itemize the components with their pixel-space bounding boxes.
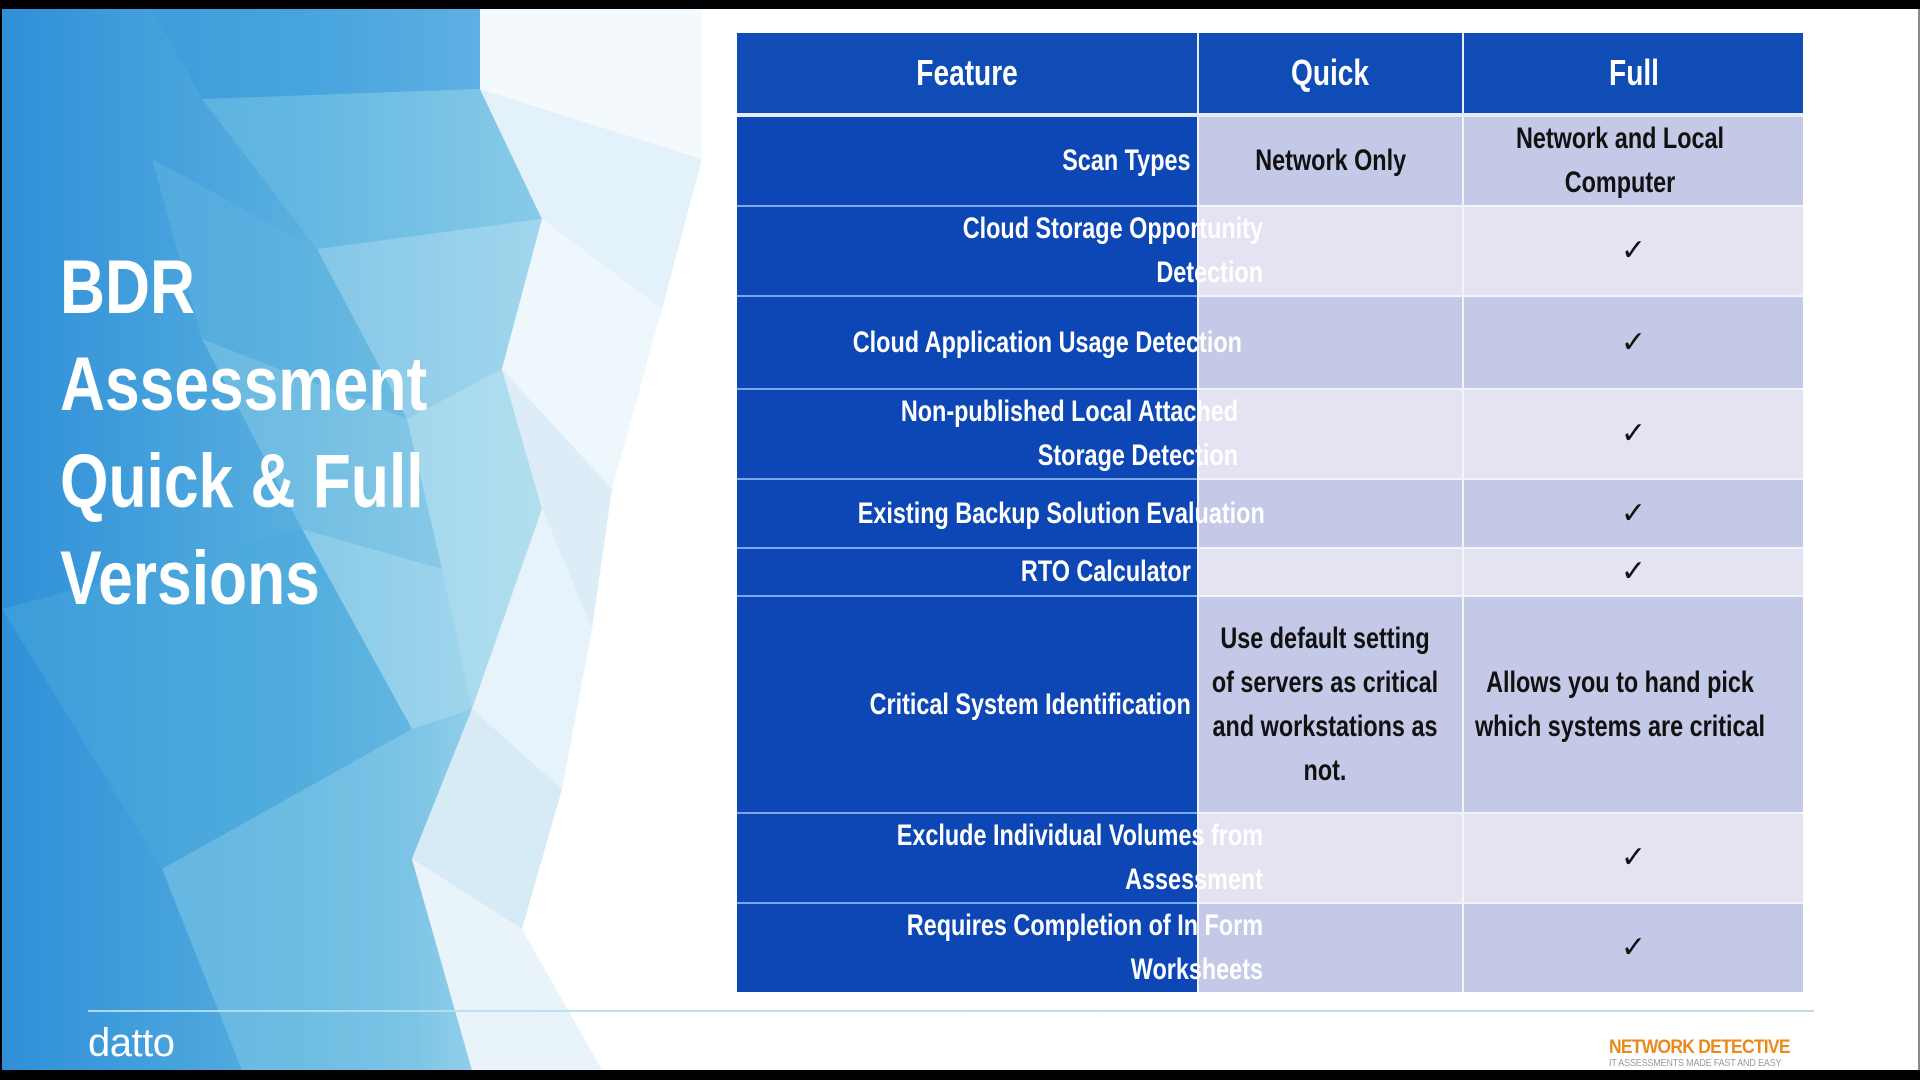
quick-cell: [1197, 902, 1463, 992]
feature-cell: Cloud Storage Opportunity Detection: [737, 205, 1263, 296]
polygon-background: [2, 9, 702, 1070]
window-edge: [1918, 9, 1920, 1070]
table-header-row: Feature Quick Full: [737, 33, 1803, 117]
title-line-4: Versions: [60, 536, 320, 621]
quick-cell: [1197, 295, 1463, 389]
table-row: Cloud Application Usage Detection ✓: [737, 295, 1803, 389]
table-row: Cloud Storage Opportunity Detection ✓: [737, 205, 1803, 296]
quick-cell: [1197, 812, 1463, 903]
checkmark-icon: ✓: [1620, 495, 1647, 531]
quick-cell: [1197, 205, 1463, 296]
full-cell: ✓: [1462, 295, 1803, 389]
network-detective-logo: NETWORK DETECTIVE IT ASSESSMENTS MADE FA…: [1609, 1037, 1824, 1069]
feature-cell: Requires Completion of In Form Worksheet…: [737, 902, 1263, 992]
table-row: Scan Types Network Only Network and Loca…: [737, 114, 1803, 206]
feature-cell: Cloud Application Usage Detection: [737, 295, 1242, 389]
title-line-3: Quick & Full: [60, 439, 424, 524]
full-cell: ✓: [1462, 812, 1803, 903]
feature-cell: Critical System Identification: [737, 595, 1198, 813]
title-line-2: Assessment: [60, 342, 428, 427]
feature-cell: Existing Backup Solution Evaluation: [737, 478, 1265, 548]
checkmark-icon: ✓: [1620, 233, 1647, 268]
table-row: Non-published Local Attached Storage Det…: [737, 388, 1803, 479]
title-line-1: BDR: [60, 245, 196, 330]
full-cell: ✓: [1462, 478, 1803, 548]
column-header-feature: Feature: [737, 33, 1198, 117]
checkmark-icon: ✓: [1620, 930, 1647, 965]
quick-cell: Network Only: [1197, 114, 1463, 206]
checkmark-icon: ✓: [1620, 554, 1647, 589]
slide: BDR Assessment Quick & Full Versions Fea…: [2, 9, 1918, 1070]
network-detective-tagline: IT ASSESSMENTS MADE FAST AND EASY: [1609, 1058, 1782, 1069]
table-row: Critical System Identification Use defau…: [737, 595, 1803, 813]
column-header-quick: Quick: [1197, 33, 1463, 117]
feature-cell: Exclude Individual Volumes from Assessme…: [737, 812, 1263, 903]
slide-title: BDR Assessment Quick & Full Versions: [60, 239, 508, 627]
checkmark-icon: ✓: [1620, 416, 1647, 451]
table-row: RTO Calculator ✓: [737, 547, 1803, 596]
table-row: Exclude Individual Volumes from Assessme…: [737, 812, 1803, 903]
table-row: Existing Backup Solution Evaluation ✓: [737, 478, 1803, 548]
full-cell: Allows you to hand pick which systems ar…: [1462, 595, 1803, 813]
checkmark-icon: ✓: [1620, 324, 1647, 360]
feature-cell: RTO Calculator: [737, 547, 1198, 596]
full-cell: ✓: [1462, 547, 1803, 596]
feature-comparison-table: Feature Quick Full Scan Types Network On…: [737, 33, 1803, 992]
feature-cell: Non-published Local Attached Storage Det…: [737, 388, 1238, 479]
quick-cell: [1197, 547, 1463, 596]
full-cell: ✓: [1462, 388, 1803, 479]
network-detective-wordmark: NETWORK DETECTIVE: [1609, 1037, 1790, 1058]
datto-logo: datto: [88, 1021, 175, 1065]
column-header-full: Full: [1462, 33, 1803, 117]
full-cell: ✓: [1462, 205, 1803, 296]
quick-cell: [1197, 478, 1463, 548]
table-row: Requires Completion of In Form Worksheet…: [737, 902, 1803, 992]
checkmark-icon: ✓: [1620, 840, 1647, 875]
full-cell: Network and Local Computer: [1462, 114, 1803, 206]
footer-divider: [88, 1010, 1814, 1012]
quick-cell: Use default setting of servers as critic…: [1197, 595, 1463, 813]
quick-cell: [1197, 388, 1463, 479]
feature-cell: Scan Types: [737, 114, 1198, 206]
full-cell: ✓: [1462, 902, 1803, 992]
